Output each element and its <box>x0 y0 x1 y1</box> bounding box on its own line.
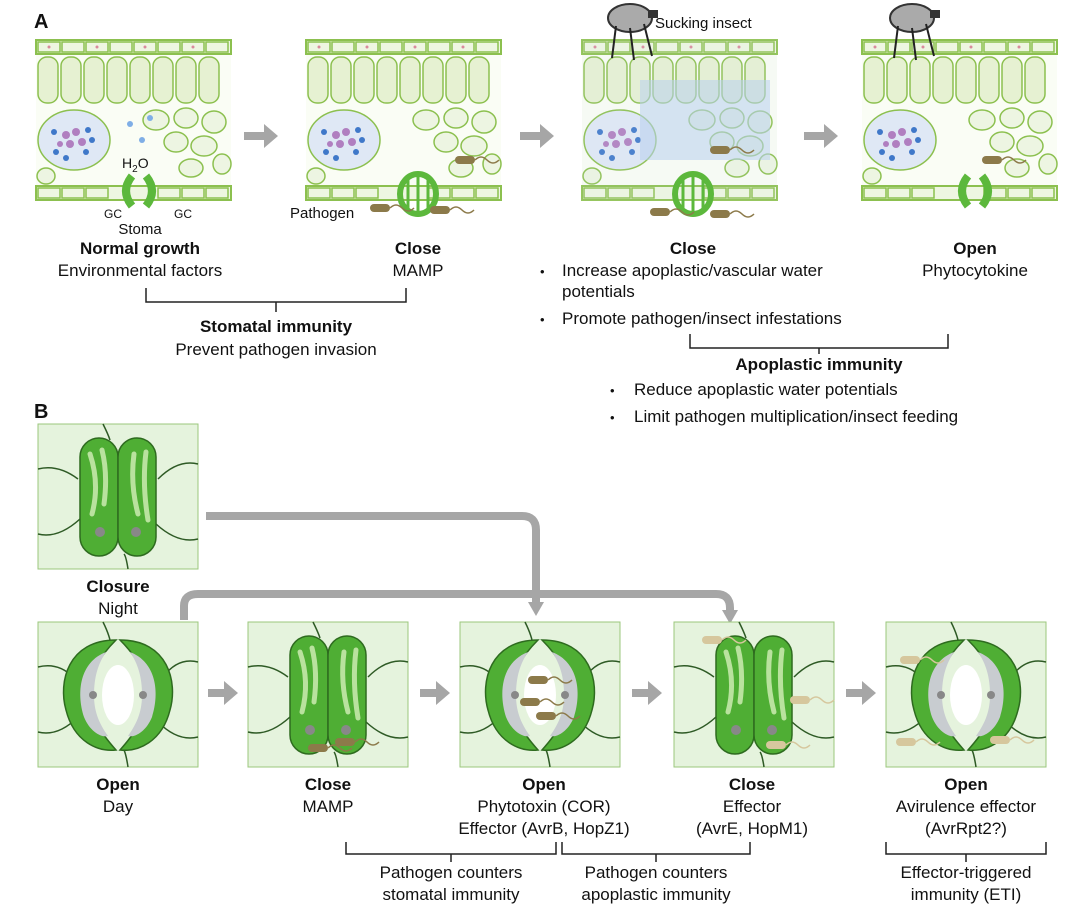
close-bullet-1-cont: potentials <box>562 282 635 301</box>
b-state-line-1-0: MAMP <box>303 797 354 816</box>
leaf-section-normal <box>35 39 232 209</box>
stomatal-immunity-subtitle: Prevent pathogen invasion <box>175 340 376 359</box>
apoplastic-bullet-1: •Reduce apoplastic water potentials <box>610 380 898 399</box>
stoma-night-closed <box>38 424 198 569</box>
b-state-title-1: Close <box>305 775 351 794</box>
state-title-phyto: Open <box>953 239 996 258</box>
panel-a-arrows <box>244 124 838 148</box>
close-bullet-2: •Promote pathogen/insect infestations <box>540 309 842 328</box>
b-state-line-4-0: Avirulence effector <box>896 797 1037 816</box>
stomatal-immunity-title: Stomatal immunity <box>200 317 353 336</box>
state-subtitle-phyto: Phytocytokine <box>922 261 1028 280</box>
guard-cells-open <box>122 173 156 209</box>
water-label: H2O <box>122 155 149 175</box>
close-bullet-1: •Increase apoplastic/vascular water <box>540 261 823 280</box>
b-state-line-2-0: Phytotoxin (COR) <box>477 797 610 816</box>
gc-left-label: GC <box>104 207 122 221</box>
apoplastic-bullet-2: •Limit pathogen multiplication/insect fe… <box>610 407 958 426</box>
bracket-stomatal-line-0: Pathogen counters <box>380 863 523 882</box>
bracket-apoplastic-line-0: Pathogen counters <box>585 863 728 882</box>
panel-a-letter: A <box>34 11 48 33</box>
stomatal-immunity-bracket <box>145 288 407 312</box>
b-state-title-0: Open <box>96 775 139 794</box>
connector-arrows <box>180 512 734 620</box>
b-state-line-3-1: (AvrE, HopM1) <box>696 819 808 838</box>
b-state-line-2-1: Effector (AvrB, HopZ1) <box>458 819 629 838</box>
bracket-stomatal-line-1: stomatal immunity <box>383 885 520 904</box>
gc-right-label: GC <box>174 207 192 221</box>
state-title-normal: Normal growth <box>80 239 200 258</box>
state-title-insect: Close <box>670 239 716 258</box>
leaf-section-phytocytokine-open <box>861 3 1058 209</box>
state-subtitle-normal: Environmental factors <box>58 261 222 280</box>
b-state-line-3-0: Effector <box>723 797 782 816</box>
night-subtitle: Night <box>98 599 138 618</box>
bracket-eti-line-1: immunity (ETI) <box>911 885 1022 904</box>
apoplastic-immunity-bracket <box>689 334 949 354</box>
stoma-effector-closed <box>674 622 834 767</box>
stoma-mamp-closed <box>248 622 408 767</box>
night-title: Closure <box>86 577 149 596</box>
b-brackets <box>345 842 1047 862</box>
apoplastic-immunity-title: Apoplastic immunity <box>735 355 903 374</box>
b-state-title-2: Open <box>522 775 565 794</box>
b-state-title-4: Open <box>944 775 987 794</box>
bracket-eti-line-0: Effector-triggered <box>900 863 1031 882</box>
panel-b-arrows <box>208 681 876 705</box>
stoma-avirulence-open <box>885 621 1047 768</box>
state-subtitle-mamp: MAMP <box>393 261 444 280</box>
leaf-section-mamp-close <box>305 39 502 217</box>
sucking-insect-label: Sucking insect <box>655 15 753 32</box>
state-title-mamp: Close <box>395 239 441 258</box>
b-state-title-3: Close <box>729 775 775 794</box>
panel-b-letter: B <box>34 401 48 423</box>
leaf-section-insect-close <box>581 3 778 219</box>
stoma-cor-open <box>459 621 621 768</box>
bracket-apoplastic-line-1: apoplastic immunity <box>581 885 731 904</box>
stoma-day-open <box>37 621 199 768</box>
b-state-line-4-1: (AvrRpt2?) <box>925 819 1007 838</box>
pathogen-label: Pathogen <box>290 205 354 222</box>
stoma-label: Stoma <box>118 221 162 238</box>
b-state-line-0-0: Day <box>103 797 134 816</box>
